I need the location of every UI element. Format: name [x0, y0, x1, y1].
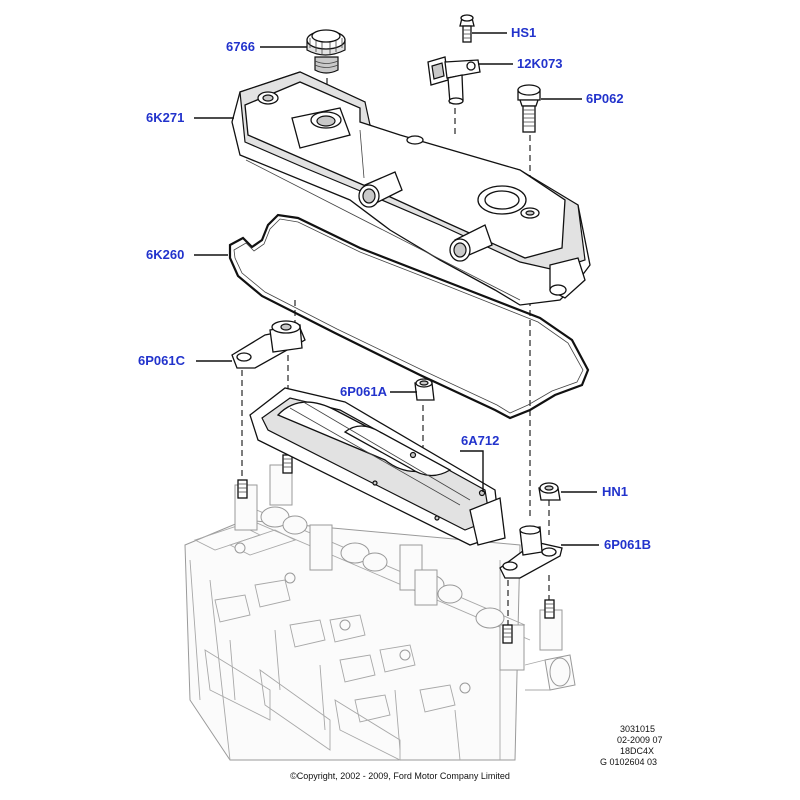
- bracket-6p061b: [499, 525, 563, 579]
- camshaft: [244, 504, 531, 641]
- engine-cylinder-head: [184, 464, 576, 761]
- model-code: 18DC4X: [620, 746, 655, 756]
- callout-hn1[interactable]: HN1: [602, 484, 629, 499]
- bolt-6p062: [517, 84, 541, 133]
- callout-6p061a[interactable]: 6P061A: [340, 384, 387, 399]
- rocker-cover-gasket: [228, 213, 590, 420]
- nut-hn1: [538, 482, 561, 501]
- callout-6k271[interactable]: 6K271: [146, 110, 185, 125]
- nut-6p061a: [414, 378, 435, 401]
- leader-lines: [194, 32, 599, 546]
- callout-6p062[interactable]: 6P062: [586, 91, 624, 106]
- callout-6k260[interactable]: 6K260: [146, 247, 185, 262]
- drawing-date: 02-2009 07: [617, 735, 663, 745]
- oil-filler-cap: [306, 29, 346, 74]
- rocker-arms: [204, 542, 471, 761]
- callout-6p061c[interactable]: 6P061C: [138, 353, 185, 368]
- callout-6p061b[interactable]: 6P061B: [604, 537, 651, 552]
- bolt-hs1: [459, 14, 475, 43]
- callout-6a712[interactable]: 6A712: [461, 433, 500, 448]
- callout-12k073[interactable]: 12K073: [517, 56, 563, 71]
- callout-hs1[interactable]: HS1: [511, 25, 537, 40]
- callout-6766[interactable]: 6766: [226, 39, 255, 54]
- oil-baffle-plate: [249, 387, 506, 546]
- camshaft-position-sensor: [427, 56, 481, 105]
- bracket-6p061c: [231, 320, 306, 369]
- rocker-cover: [231, 71, 591, 306]
- drawing-reference-block: 3031015 02-2009 07 18DC4X G 0102604 03: [600, 724, 663, 768]
- drawing-id: G 0102604 03: [600, 757, 658, 767]
- reference-number: 3031015: [620, 724, 656, 734]
- copyright-notice: ©Copyright, 2002 - 2009, Ford Motor Comp…: [290, 771, 510, 781]
